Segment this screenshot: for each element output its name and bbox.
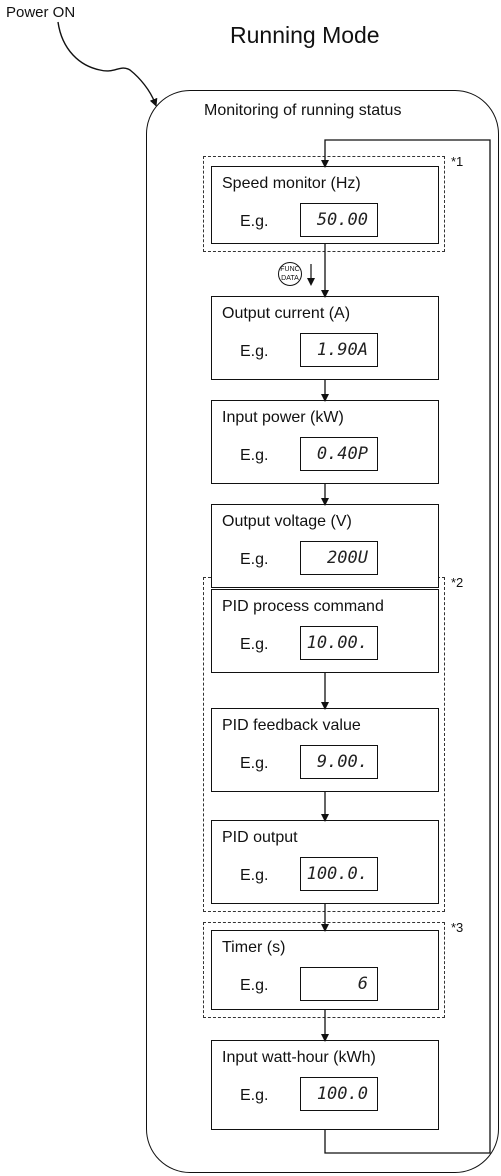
eg-label: E.g. xyxy=(240,867,269,884)
step-pid-feedback-value: PID feedback value E.g. 9.00. xyxy=(211,708,439,792)
step-pid-process-command: PID process command E.g. 10.00. xyxy=(211,589,439,673)
step-title: Speed monitor (Hz) xyxy=(222,175,361,192)
eg-label: E.g. xyxy=(240,213,269,230)
step-title: Output voltage (V) xyxy=(222,513,352,530)
step-timer: Timer (s) E.g. 6 xyxy=(211,930,439,1010)
step-title: PID feedback value xyxy=(222,717,361,734)
step-output-current: Output current (A) E.g. 1.90A xyxy=(211,296,439,380)
group-note-2: *2 xyxy=(451,575,464,590)
power-on-label: Power ON xyxy=(6,4,76,21)
lcd-display: 0.40P xyxy=(300,437,378,471)
eg-label: E.g. xyxy=(240,447,269,464)
lcd-display: 50.00 xyxy=(300,203,378,237)
running-mode-frame xyxy=(146,90,499,1173)
step-title: PID process command xyxy=(222,598,384,615)
eg-label: E.g. xyxy=(240,977,269,994)
lcd-display: 200U xyxy=(300,541,378,575)
step-title: Output current (A) xyxy=(222,305,351,322)
lcd-display: 100.0 xyxy=(300,1077,378,1111)
step-pid-output: PID output E.g. 100.0. xyxy=(211,820,439,904)
step-speed-monitor: Speed monitor (Hz) E.g. 50.00 xyxy=(211,166,439,244)
func-key-top-label: FUNC xyxy=(280,266,300,273)
mode-title: Running Mode xyxy=(230,22,380,48)
group-note-1: *1 xyxy=(451,154,464,169)
eg-label: E.g. xyxy=(240,343,269,360)
mode-subtitle: Monitoring of running status xyxy=(204,102,402,119)
group-note-3: *3 xyxy=(451,920,464,935)
step-input-power: Input power (kW) E.g. 0.40P xyxy=(211,400,439,484)
eg-label: E.g. xyxy=(240,755,269,772)
lcd-display: 1.90A xyxy=(300,333,378,367)
lcd-display: 100.0. xyxy=(300,857,378,891)
eg-label: E.g. xyxy=(240,1087,269,1104)
step-output-voltage: Output voltage (V) E.g. 200U xyxy=(211,504,439,588)
step-title: PID output xyxy=(222,829,298,846)
lcd-display: 6 xyxy=(300,967,378,1001)
func-data-key-icon: FUNC DATA xyxy=(278,262,302,286)
lcd-display: 9.00. xyxy=(300,745,378,779)
step-input-watt-hour: Input watt-hour (kWh) E.g. 100.0 xyxy=(211,1040,439,1130)
step-title: Input watt-hour (kWh) xyxy=(222,1049,376,1066)
step-title: Timer (s) xyxy=(222,939,286,956)
step-title: Input power (kW) xyxy=(222,409,344,426)
power-on-arrow xyxy=(57,21,158,107)
eg-label: E.g. xyxy=(240,551,269,568)
eg-label: E.g. xyxy=(240,636,269,653)
func-key-bottom-label: DATA xyxy=(281,275,299,282)
lcd-display: 10.00. xyxy=(300,626,378,660)
